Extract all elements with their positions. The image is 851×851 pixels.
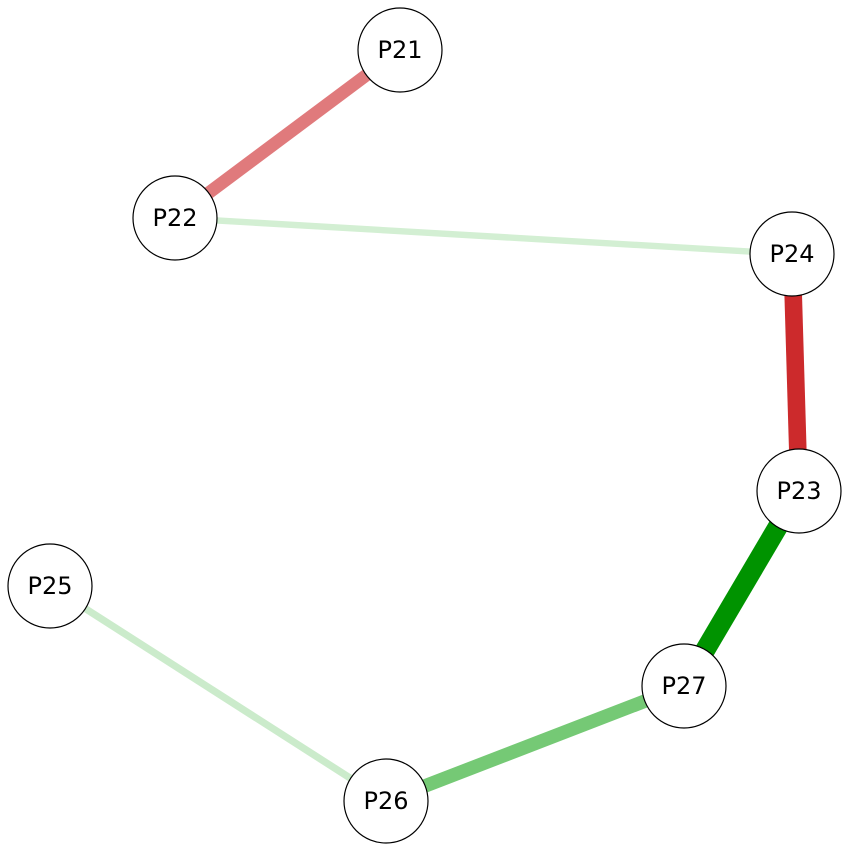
node-label: P22 xyxy=(152,204,197,232)
node-circle xyxy=(132,175,218,261)
node-label: P27 xyxy=(661,672,706,700)
node-circle xyxy=(756,448,842,534)
node-label: P25 xyxy=(27,572,72,600)
node-label: P23 xyxy=(776,477,821,505)
edge-p27-p26 xyxy=(383,679,687,808)
node-label: P26 xyxy=(363,787,408,815)
node-p24: P24 xyxy=(749,211,835,297)
node-circle xyxy=(749,211,835,297)
edge-p25-p26 xyxy=(48,582,388,805)
edge-p22-p24 xyxy=(174,214,793,258)
node-p22: P22 xyxy=(132,175,218,261)
edge-p21-p22 xyxy=(171,44,404,224)
node-circle xyxy=(641,643,727,729)
node-circle xyxy=(7,543,93,629)
node-label: P24 xyxy=(769,240,814,268)
node-p21: P21 xyxy=(357,7,443,93)
node-p27: P27 xyxy=(641,643,727,729)
node-p26: P26 xyxy=(343,758,429,844)
node-label: P21 xyxy=(377,36,422,64)
node-p23: P23 xyxy=(756,448,842,534)
node-circle xyxy=(357,7,443,93)
node-p25: P25 xyxy=(7,543,93,629)
node-circle xyxy=(343,758,429,844)
